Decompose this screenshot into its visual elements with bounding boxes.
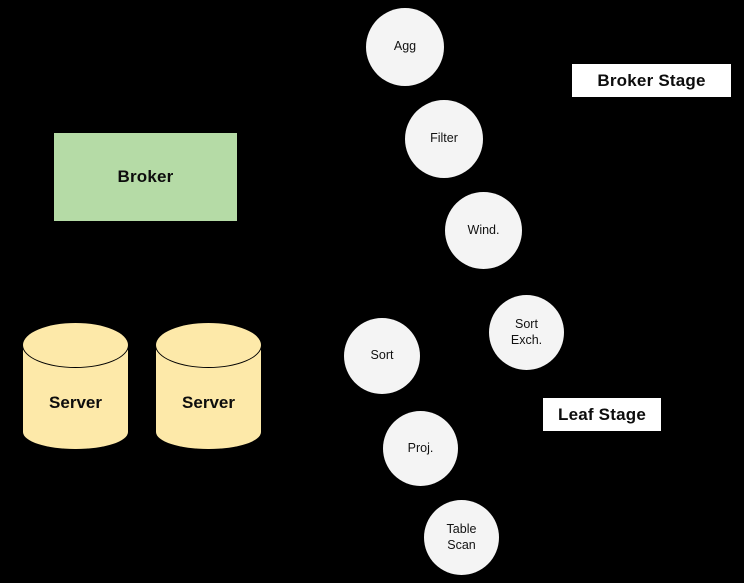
operator-node-filter-label: Filter [430,131,458,146]
stage-label-broker-text: Broker Stage [597,70,706,90]
server-node-1[interactable]: Server [22,322,129,450]
server-cylinder-top [155,322,262,368]
operator-node-proj-label: Proj. [407,440,434,455]
broker-node-label: Broker [117,167,174,186]
stage-label-broker: Broker Stage [571,63,732,98]
operator-node-sort-label: Sort [370,348,394,363]
operator-node-agg-label: Agg [393,39,417,54]
broker-node[interactable]: Broker [53,132,238,222]
operator-node-wind-label: Wind. [467,222,500,237]
server-node-2[interactable]: Server [155,322,262,450]
operator-node-agg[interactable]: Agg [366,8,444,86]
operator-node-wind[interactable]: Wind. [445,192,522,269]
server-cylinder-top [22,322,129,368]
server-node-2-label: Server [182,393,235,412]
stage-label-leaf-text: Leaf Stage [558,404,646,424]
operator-node-proj[interactable]: Proj. [383,411,458,486]
stage-label-leaf: Leaf Stage [542,397,662,432]
server-node-1-label: Server [49,393,102,412]
operator-node-filter[interactable]: Filter [405,100,483,178]
operator-node-sort[interactable]: Sort [344,318,420,394]
